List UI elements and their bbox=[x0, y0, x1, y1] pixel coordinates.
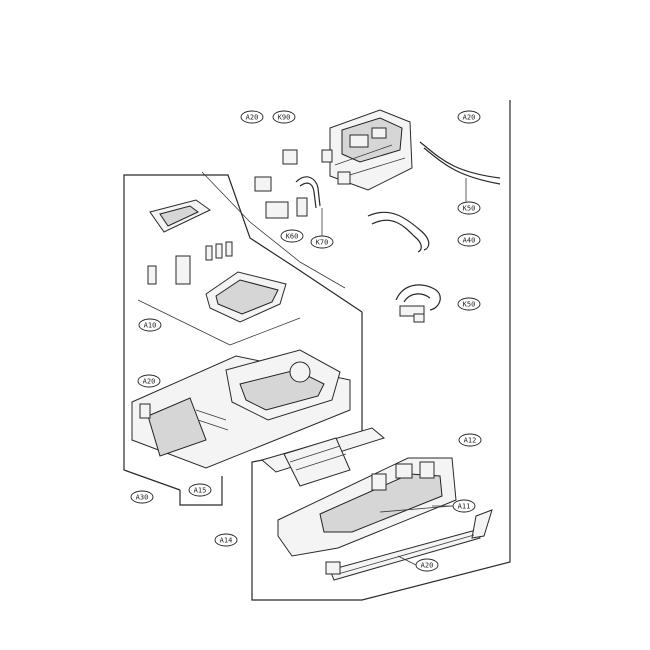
callout-oval bbox=[214, 533, 238, 547]
callout-c3: A20 bbox=[457, 110, 481, 124]
callout-oval bbox=[458, 433, 482, 447]
callout-c2: K90 bbox=[272, 110, 296, 124]
curved-hose bbox=[367, 211, 430, 253]
wire-clamp bbox=[395, 284, 441, 323]
callout-label: A40 bbox=[463, 237, 476, 245]
callout-c7: A40 bbox=[457, 233, 481, 247]
top-pump-assembly bbox=[321, 109, 413, 191]
callout-label: A30 bbox=[136, 494, 149, 502]
callout-label: K50 bbox=[463, 205, 476, 213]
callout-oval bbox=[240, 110, 264, 124]
callout-label: K70 bbox=[316, 239, 329, 247]
callout-c12: A30 bbox=[130, 490, 154, 504]
drawer-housing bbox=[131, 349, 351, 469]
callout-c13: A15 bbox=[188, 483, 212, 497]
callout-oval bbox=[138, 318, 162, 332]
lower-rail bbox=[325, 509, 493, 581]
callout-c5: K60 bbox=[280, 229, 304, 243]
detergent-tray-cup bbox=[205, 271, 287, 323]
control-board-assembly bbox=[260, 427, 457, 557]
callout-label: K60 bbox=[286, 233, 299, 241]
callout-label: K50 bbox=[463, 301, 476, 309]
callout-label: K90 bbox=[278, 114, 291, 122]
callout-label: A15 bbox=[194, 487, 207, 495]
callout-oval bbox=[452, 499, 476, 513]
callout-oval bbox=[457, 110, 481, 124]
callout-oval bbox=[280, 229, 304, 243]
callout-label: A20 bbox=[143, 378, 156, 386]
callout-c6: K70 bbox=[310, 235, 334, 249]
small-fittings bbox=[254, 149, 323, 236]
callout-c4: K50 bbox=[457, 201, 481, 215]
callout-c1: A20 bbox=[240, 110, 264, 124]
leader-lines bbox=[397, 505, 454, 566]
callout-label: A20 bbox=[421, 562, 434, 570]
callout-oval bbox=[457, 297, 481, 311]
top-right-hose bbox=[419, 141, 501, 202]
callout-c15: A14 bbox=[214, 533, 238, 547]
callout-oval bbox=[130, 490, 154, 504]
callout-label: A20 bbox=[246, 114, 259, 122]
callout-oval bbox=[272, 110, 296, 124]
callout-oval bbox=[188, 483, 212, 497]
callout-oval bbox=[457, 233, 481, 247]
callout-label: A14 bbox=[220, 537, 233, 545]
callout-c10: A20 bbox=[137, 374, 161, 388]
callout-oval bbox=[310, 235, 334, 249]
callout-c8: K50 bbox=[457, 297, 481, 311]
callout-label: A12 bbox=[464, 437, 477, 445]
callout-oval bbox=[137, 374, 161, 388]
callout-label: A20 bbox=[463, 114, 476, 122]
callout-c16: A20 bbox=[415, 558, 439, 572]
drawer-handle-parts bbox=[147, 199, 233, 285]
callout-c14: A11 bbox=[452, 499, 476, 513]
callout-label: A10 bbox=[144, 322, 157, 330]
callout-label: A11 bbox=[458, 503, 471, 511]
callout-oval bbox=[415, 558, 439, 572]
callout-oval bbox=[457, 201, 481, 215]
callout-c11: A12 bbox=[458, 433, 482, 447]
callout-c9: A10 bbox=[138, 318, 162, 332]
